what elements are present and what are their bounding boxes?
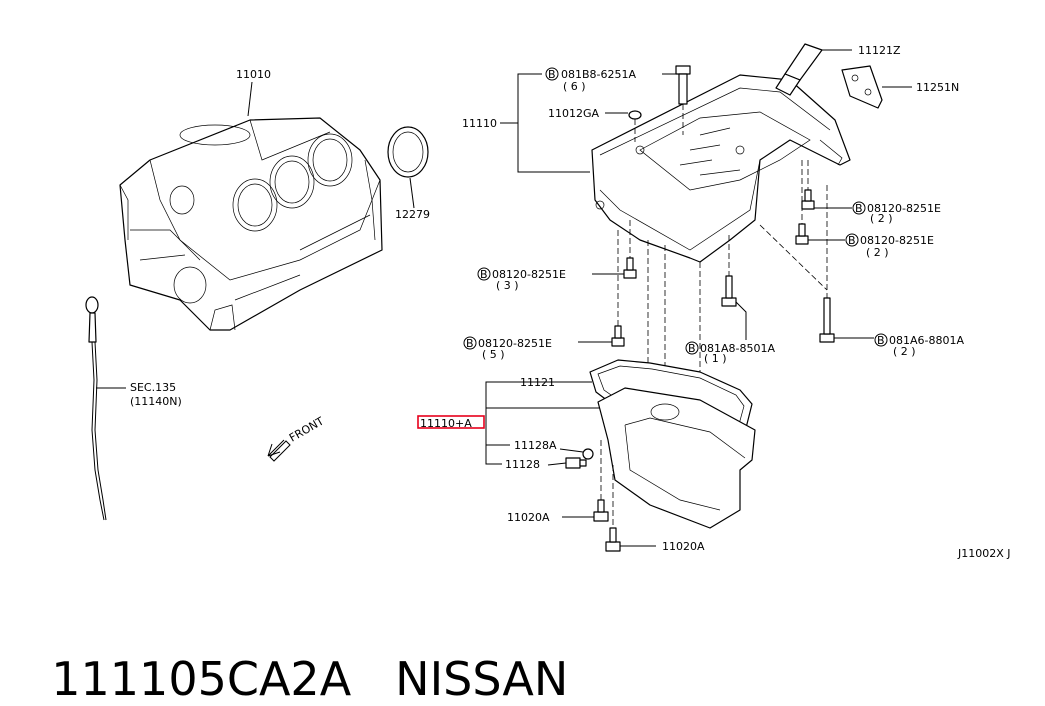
drain-washer [582, 448, 594, 460]
label-bolt-l2: 08120-8251E [478, 337, 552, 350]
lower-oil-pan [597, 387, 756, 529]
part-number: 111105CA2A [51, 652, 352, 706]
label-bolt-c-qty: ( 1 ) [704, 352, 727, 365]
circle-b-3: B [848, 234, 856, 247]
label-bolt-l1: 08120-8251E [492, 268, 566, 281]
drain-plug [565, 457, 587, 469]
label-washer: 11012GA [548, 107, 600, 120]
label-bolt-r2-qty: ( 2 ) [866, 246, 889, 259]
label-bolt-l2-qty: ( 5 ) [482, 348, 505, 361]
label-seal: 12279 [395, 208, 430, 221]
label-bracket: 11251N [916, 81, 959, 94]
bolt-left-1 [623, 257, 637, 279]
engine-block [119, 117, 383, 331]
bolt-pan-1 [593, 499, 609, 522]
front-label: FRONT [287, 414, 326, 444]
circle-b-5: B [466, 337, 474, 350]
diagram-code: J11002X J [957, 547, 1011, 560]
label-bolt-pan1: 11020A [507, 511, 550, 524]
label-bolt-r1: 08120-8251E [867, 202, 941, 215]
washer [628, 110, 642, 120]
upper-oil-pan [591, 74, 851, 263]
label-bolt-r1-qty: ( 2 ) [870, 212, 893, 225]
circle-b-1: B [548, 68, 556, 81]
parts-diagram: 11010 12279 SEC.135 (11140N) FRONT 11110 [85, 43, 1011, 560]
circle-b-6: B [688, 342, 696, 355]
bolt-right-2 [795, 223, 809, 245]
bracket [841, 65, 883, 109]
oil-tube [775, 43, 823, 96]
label-gauge-sec: SEC.135 [130, 381, 176, 394]
label-gauge-ref: (11140N) [130, 395, 182, 408]
label-lower-pan: 11110+A [420, 417, 472, 430]
label-drain-washer: 11128A [514, 439, 557, 452]
label-gasket: 11121 [520, 376, 555, 389]
bolt-pan-2 [605, 527, 621, 552]
front-arrow-icon [267, 439, 291, 462]
label-block: 11010 [236, 68, 271, 81]
highlight-lower-pan [417, 415, 485, 429]
dipstick [85, 296, 107, 521]
label-tube: 11121Z [858, 44, 901, 57]
label-bolt-l1-qty: ( 3 ) [496, 279, 519, 292]
bolt-long [819, 297, 835, 343]
caption: 111105CA2A NISSAN [22, 598, 568, 706]
bolt-left-2 [611, 325, 625, 347]
bolt-top [675, 65, 691, 105]
brand-name: NISSAN [395, 652, 569, 706]
bolt-center [721, 275, 737, 307]
label-bolt-long-qty: ( 2 ) [893, 345, 916, 358]
label-bolt-r2: 08120-8251E [860, 234, 934, 247]
circle-b-2: B [855, 202, 863, 215]
rear-seal [387, 126, 429, 178]
label-upper-pan: 11110 [462, 117, 497, 130]
circle-b-7: B [877, 334, 885, 347]
bolt-right-1 [801, 189, 815, 210]
label-bolt-top-qty: ( 6 ) [563, 80, 586, 93]
label-drain-plug: 11128 [505, 458, 540, 471]
label-bolt-top: 081B8-6251A [561, 68, 637, 81]
label-bolt-long: 081A6-8801A [889, 334, 964, 347]
label-bolt-c: 081A8-8501A [700, 342, 775, 355]
circle-b-4: B [480, 268, 488, 281]
label-bolt-pan2: 11020A [662, 540, 705, 553]
